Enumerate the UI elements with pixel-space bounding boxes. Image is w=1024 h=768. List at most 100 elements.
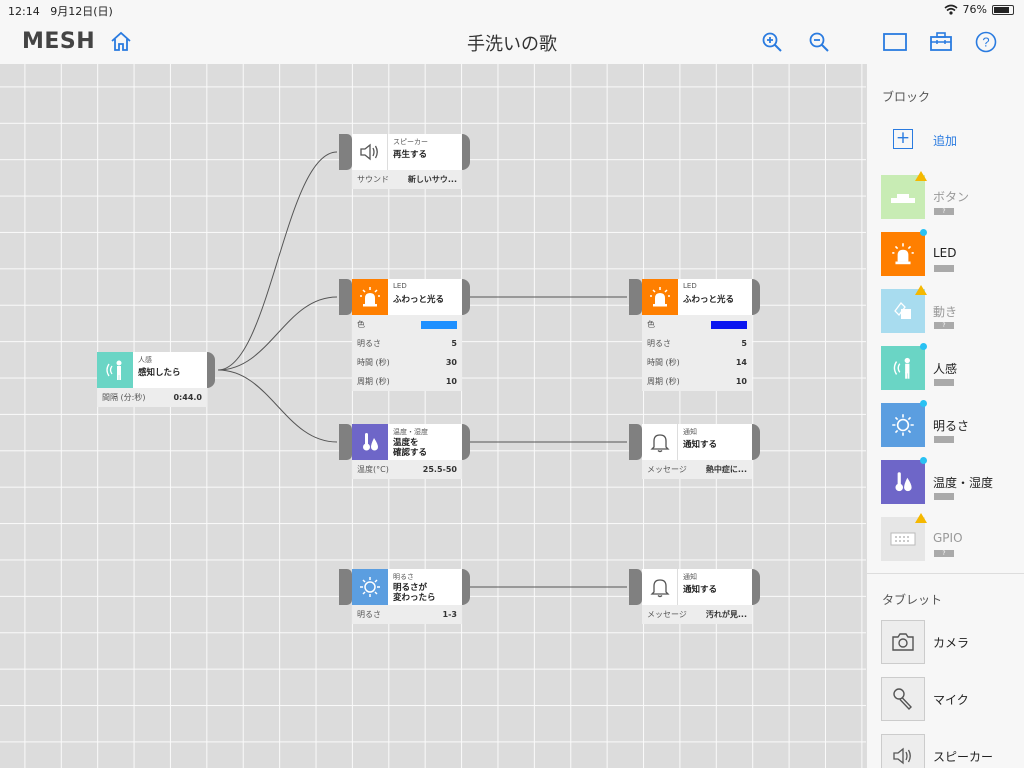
color-swatch[interactable] [421,320,457,329]
battery-badge: ? [934,208,954,215]
input-connector[interactable] [629,569,642,605]
speaker-icon [352,134,388,170]
input-connector[interactable] [339,424,352,460]
zoom-in-icon [762,32,782,52]
block-params: 間隔 (分:秒)0:44.0 [97,388,207,407]
bell-icon [642,569,678,605]
plus-icon: + [893,129,913,149]
block-action: 明るさが変わったら [393,583,436,603]
wifi-icon [944,4,958,15]
block-action: 通知する [683,440,718,450]
block-action: 感知したら [138,368,181,378]
wire-motion-temp [217,369,338,443]
zoom-out-icon [809,32,829,52]
palette-item-button[interactable] [881,171,927,219]
block-category: 通知 [683,573,697,581]
palette-item-brightness[interactable] [881,400,927,447]
block-category: スピーカー [393,138,428,146]
block-params: サウンド新しいサウ... [352,170,462,189]
palette-label: 明るさ [933,419,970,433]
input-connector[interactable] [629,424,642,460]
mesh-logo: MESH [22,29,96,54]
connected-indicator [920,343,927,350]
input-connector[interactable] [629,279,642,315]
gpio-icon [890,532,916,546]
svg-text:?: ? [982,35,989,50]
output-connector[interactable] [462,424,470,460]
input-connector[interactable] [339,279,352,315]
battery-badge [934,436,954,443]
input-connector[interactable] [339,569,352,605]
output-connector[interactable] [462,569,470,605]
connected-indicator [920,400,927,407]
temperature-icon [895,472,912,492]
output-connector[interactable] [752,424,760,460]
battery-icon [992,4,1014,15]
add-block-button[interactable]: + [881,126,925,152]
palette-item-temperature[interactable] [881,457,927,504]
block-category: LED [683,282,697,290]
add-block-label[interactable]: 追加 [933,134,958,148]
top-navigation-bar: MESH 手洗いの歌 ? [0,20,1024,64]
color-swatch[interactable] [711,320,747,329]
block-params: メッセージ汚れが見... [642,605,752,624]
input-connector[interactable] [339,134,352,170]
recipe-title: 手洗いの歌 [467,34,557,55]
toolbox-icon [930,32,952,51]
palette-item-camera[interactable] [881,620,925,664]
output-connector[interactable] [207,352,215,388]
help-button[interactable]: ? [974,30,1000,54]
camera-icon [892,633,914,651]
zoom-in-button[interactable] [760,30,786,54]
warning-icon [915,285,927,295]
motion-sensor-icon [893,357,910,379]
palette-item-motion[interactable] [881,343,927,390]
warning-icon [915,171,927,181]
palette-label: LED [933,246,957,260]
brightness-icon [352,569,388,605]
led-icon [642,279,678,315]
panel-toggle-button[interactable] [882,30,908,54]
battery-percent: 76% [962,3,987,16]
block-action: 再生する [393,150,428,160]
home-button[interactable] [109,30,135,54]
battery-badge: ? [934,550,954,557]
block-category: LED [393,282,407,290]
output-connector[interactable] [752,279,760,315]
tablet-heading: タブレット [882,593,943,607]
palette-label: 温度・湿度 [933,476,994,490]
temperature-icon [352,424,388,460]
zoom-out-button[interactable] [807,30,833,54]
connected-indicator [920,229,927,236]
palette-label: ボタン [933,190,970,204]
palette-item-microphone[interactable] [881,677,925,721]
button-block-icon [891,194,915,203]
wire-motion-led [217,296,338,371]
palette-item-led[interactable] [881,229,927,276]
status-time-date: 12:14 9月12日(日) [8,5,113,18]
palette-item-gpio[interactable] [881,513,927,561]
block-category: 人感 [138,356,152,364]
microphone-icon [893,688,912,711]
toolbox-button[interactable] [928,30,954,54]
output-connector[interactable] [752,569,760,605]
palette-label: マイク [933,693,969,707]
led-icon [352,279,388,315]
palette-item-move[interactable] [881,285,927,333]
palette-label: カメラ [933,636,970,650]
block-action: ふわっと光る [683,295,735,305]
blocks-heading: ブロック [882,90,931,104]
palette-item-speaker[interactable] [881,734,925,768]
palette-label: スピーカー [933,750,994,764]
output-connector[interactable] [462,279,470,315]
recipe-canvas[interactable]: 人感 感知したら 間隔 (分:秒)0:44.0 スピーカー 再生する サウンド新… [0,64,866,768]
battery-badge [934,379,954,386]
palette-label: GPIO [933,531,963,545]
connection-wires [217,151,627,588]
output-connector[interactable] [462,134,470,170]
speaker-icon [893,747,911,765]
battery-badge [934,493,954,500]
block-action: 温度を確認する [393,438,428,458]
sidebar-divider [867,573,1024,574]
status-right: 76% [944,3,1014,16]
